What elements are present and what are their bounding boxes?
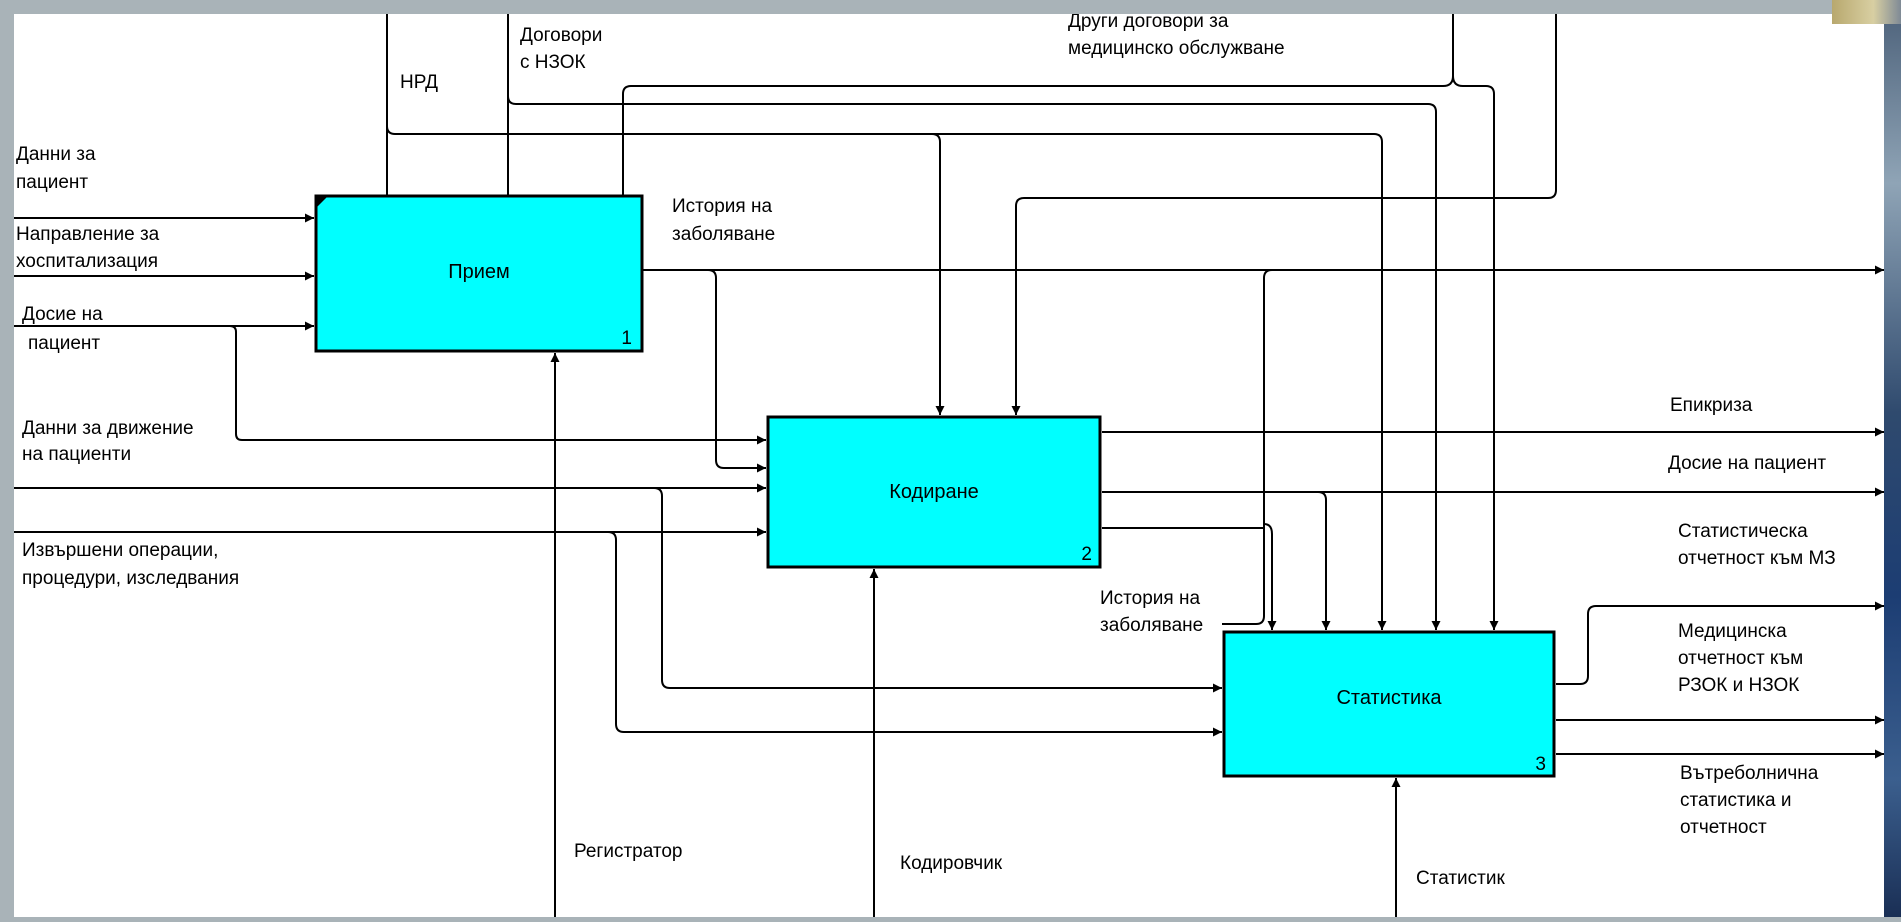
label-stat-mz-1: Статистическа bbox=[1678, 521, 1808, 542]
arrows bbox=[14, 14, 1884, 917]
function-title: Кодиране bbox=[889, 481, 979, 503]
function-number: 3 bbox=[1535, 754, 1546, 775]
function-number: 2 bbox=[1081, 544, 1092, 565]
label-history-2a: История на bbox=[1100, 588, 1200, 609]
label-med-rzok-3: РЗОК и НЗОК bbox=[1678, 675, 1799, 696]
arrow-dossier-to-box3 bbox=[1317, 491, 1331, 630]
label-referral-2: хоспитализация bbox=[16, 251, 158, 272]
label-med-rzok-1: Медицинска bbox=[1678, 621, 1787, 642]
arrow-history-to-box2 bbox=[707, 269, 766, 473]
label-dossier-in-2: пациент bbox=[28, 333, 100, 354]
function-box-3[interactable]: Статистика 3 bbox=[1222, 630, 1556, 778]
arrow-history-to-box3 bbox=[1222, 269, 1273, 625]
label-dossier-in-1: Досие на bbox=[22, 304, 103, 325]
label-internal-1: Вътреболнична bbox=[1680, 763, 1819, 784]
label-contracts-2: с НЗОК bbox=[520, 52, 586, 73]
labels: НРД Договори с НЗОК Други договори за ме… bbox=[16, 11, 1836, 889]
background-photo-strip bbox=[1884, 0, 1901, 917]
arrow-nrd-branch-3 bbox=[932, 133, 1387, 630]
label-history-1a: История на bbox=[672, 196, 772, 217]
arrow-other-contracts-box2 bbox=[1011, 14, 1557, 415]
label-operations-1: Извършени операции, bbox=[22, 540, 218, 561]
label-stat-mz-2: отчетност към МЗ bbox=[1678, 548, 1836, 569]
label-coder: Кодировчик bbox=[900, 853, 1003, 874]
arrow-dossier-branch bbox=[229, 325, 766, 445]
function-title: Статистика bbox=[1336, 687, 1442, 709]
label-internal-2: статистика и bbox=[1680, 790, 1791, 811]
arrow-stat-mz bbox=[1556, 601, 1884, 685]
arrow-other-contracts bbox=[618, 14, 1454, 206]
arrow-history-drop bbox=[1263, 523, 1277, 630]
label-patient-data-2: пациент bbox=[16, 172, 88, 193]
label-contracts-1: Договори bbox=[520, 25, 602, 46]
function-box-2[interactable]: Кодиране 2 bbox=[766, 415, 1102, 569]
label-movement-2: на пациенти bbox=[22, 444, 131, 465]
background-corner-art bbox=[1832, 0, 1901, 24]
arrow-other-contracts-box3 bbox=[1452, 75, 1499, 630]
label-patient-data-1: Данни за bbox=[16, 144, 96, 165]
label-history-2b: заболяване bbox=[1100, 615, 1203, 636]
label-epicrisis: Епикриза bbox=[1670, 395, 1753, 416]
label-movement-1: Данни за движение bbox=[22, 418, 194, 439]
function-title: Прием bbox=[448, 261, 510, 283]
label-nrd: НРД bbox=[400, 72, 438, 93]
label-referral-1: Направление за bbox=[16, 224, 160, 245]
label-registrar: Регистратор bbox=[574, 841, 683, 862]
function-number: 1 bbox=[621, 328, 632, 349]
diagram-canvas: Прием 1 Кодиране 2 Статистика 3 НРД Дого… bbox=[14, 11, 1884, 917]
arrow-operations-branch bbox=[607, 531, 1222, 737]
arrow-movement-branch bbox=[653, 487, 1222, 693]
label-med-rzok-2: отчетност към bbox=[1678, 648, 1803, 669]
arrow-contracts-branch bbox=[507, 95, 1441, 630]
label-statistician: Статистик bbox=[1416, 868, 1505, 889]
label-other-contracts-2: медицинско обслужване bbox=[1068, 38, 1285, 59]
label-internal-3: отчетност bbox=[1680, 817, 1767, 838]
label-history-1b: заболяване bbox=[672, 224, 775, 245]
idef0-diagram: Прием 1 Кодиране 2 Статистика 3 НРД Дого… bbox=[14, 11, 1884, 917]
label-other-contracts-1: Други договори за bbox=[1068, 14, 1229, 32]
label-dossier-out: Досие на пациент bbox=[1668, 453, 1826, 474]
label-operations-2: процедури, изследвания bbox=[22, 568, 239, 589]
function-box-1[interactable]: Прием 1 bbox=[314, 194, 644, 353]
